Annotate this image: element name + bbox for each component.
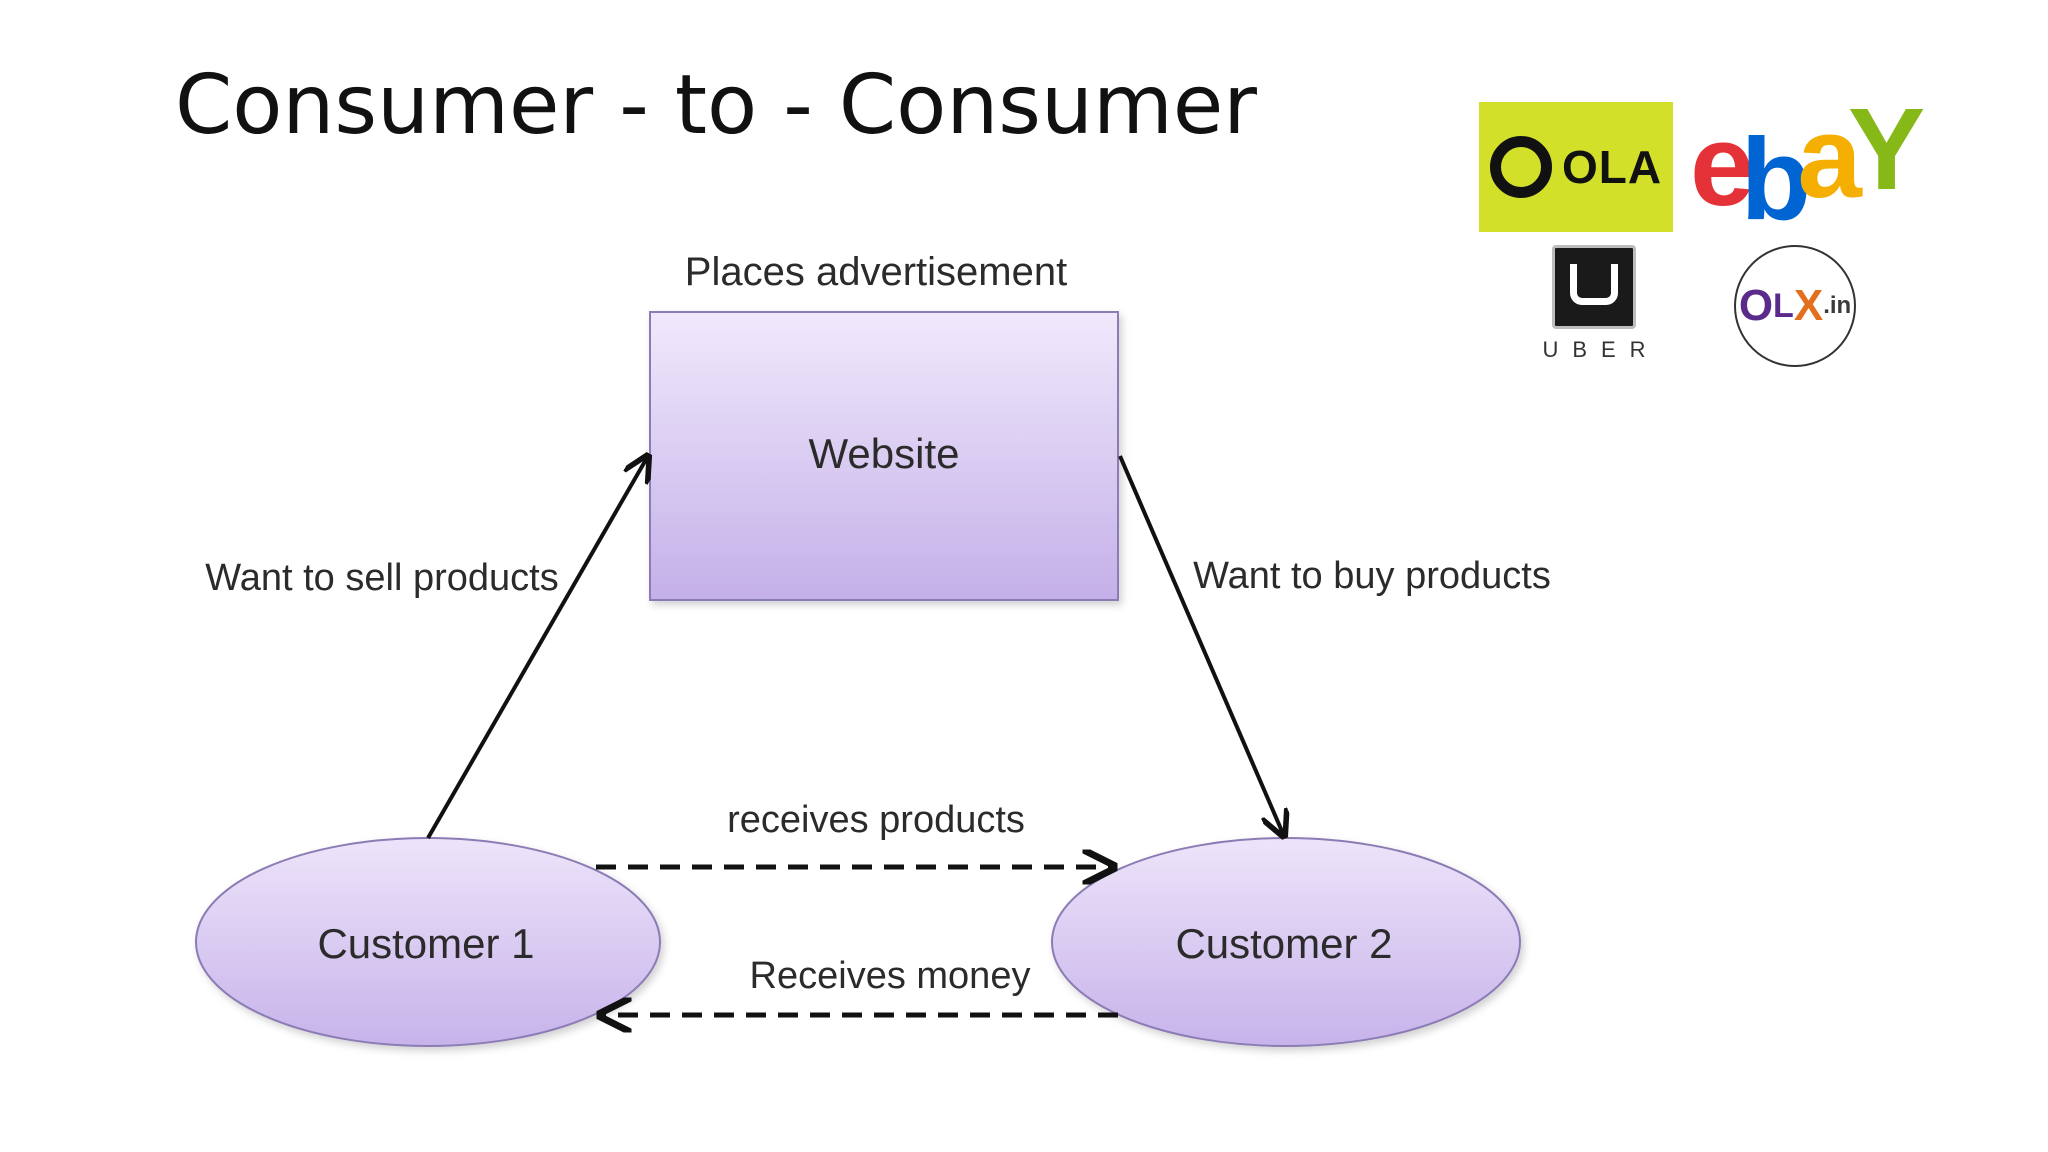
buy-label: Want to buy products — [1193, 555, 1551, 597]
ola-logo-text: OLA — [1561, 141, 1663, 193]
ola-logo: OLA — [1479, 102, 1673, 232]
uber-logo-text: UBER — [1542, 337, 1660, 362]
ebay-letter-e: e — [1690, 100, 1754, 230]
sell-arrow — [426, 456, 648, 839]
slide-title: Consumer - to - Consumer — [175, 58, 1258, 153]
uber-u-icon — [1552, 245, 1636, 329]
receives-products-label: receives products — [727, 799, 1025, 841]
ebay-logo: ebaY — [1690, 89, 1925, 239]
ebay-letter-b: b — [1740, 114, 1812, 244]
website-label: Website — [809, 430, 960, 477]
olx-letter-l: L — [1773, 286, 1794, 325]
olx-letter-o: O — [1738, 281, 1774, 330]
sell-label: Want to sell products — [205, 557, 558, 599]
uber-logo: UBER — [1528, 245, 1660, 370]
receives-money-label: Receives money — [750, 955, 1031, 997]
website-box — [649, 311, 1119, 601]
ola-ring-icon — [1489, 136, 1552, 198]
customer-2-label: Customer 2 — [1175, 920, 1392, 967]
olx-domain-in: .in — [1823, 292, 1852, 319]
customer-1-label: Customer 1 — [317, 920, 534, 967]
olx-letter-x: X — [1793, 281, 1824, 330]
ebay-letter-y: Y — [1847, 84, 1925, 214]
ebay-letter-a: a — [1797, 92, 1861, 222]
buy-arrow — [1118, 455, 1284, 836]
places-advertisement-label: Places advertisement — [685, 250, 1067, 294]
